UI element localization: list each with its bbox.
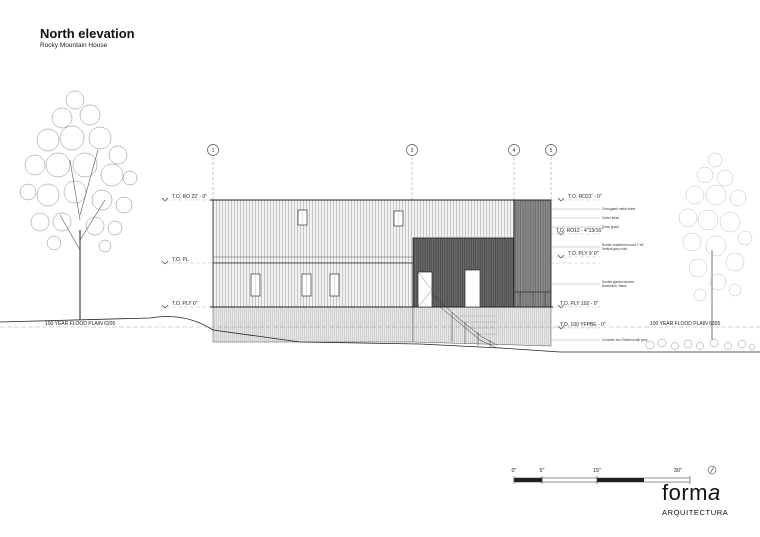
brand-subtitle: ARQUITECTURA (662, 508, 729, 517)
brand-name-main: form (662, 480, 708, 505)
brand-name: forma (662, 482, 728, 504)
shrubs-icon (645, 338, 756, 351)
level-label-left: T.O. PL (172, 257, 189, 263)
ground-line (0, 316, 760, 353)
level-label-right: T.O. RO12 - 4"13/16" (556, 228, 603, 234)
scale-tick-label: 5" (539, 468, 544, 474)
level-label-right: T.O. PLY 9' 0" (568, 251, 599, 257)
tree-right-icon (678, 152, 753, 340)
grid-bubble-label: 4 (513, 148, 516, 154)
north-arrow-icon (707, 465, 717, 475)
deck-railing (514, 291, 551, 307)
annotation-note: Concrete w/o Finished with grey (602, 338, 648, 342)
flood-plain-label-right: 100 YEAR FLOOD PLAIN 6205 (650, 321, 720, 327)
level-label-right: T.O. 100 YFPBE - 0" (560, 322, 606, 328)
grid-lines (212, 157, 552, 200)
scale-tick-label: 0" (511, 468, 516, 474)
level-label-right: T.O. RO22' - 0" (568, 194, 602, 200)
level-label-left: T.O. RO 22' - 0" (172, 194, 207, 200)
building (210, 199, 553, 347)
scale-tick-label: 30" (674, 468, 682, 474)
page-title: North elevation (40, 26, 135, 41)
level-label-right: T.O. PLY 102 - 0" (560, 301, 599, 307)
annotation-note: Vertical grey color (602, 247, 628, 251)
entry-door (417, 271, 433, 308)
scale-bar (513, 476, 691, 484)
grid-bubble-label: 5 (550, 148, 553, 154)
grid-bubbles (207, 144, 557, 156)
scale-tick-label: 15" (593, 468, 601, 474)
brand-logo: forma ARQUITECTURA (662, 482, 729, 518)
annotation-note: Aluminium, Black (602, 284, 627, 288)
annotation-note: Double glazed window (602, 280, 635, 284)
grid-bubble-label: 1 (212, 148, 215, 154)
page-subtitle: Rocky Mountain House (40, 42, 108, 49)
annotation-note: Snow guard (602, 225, 619, 229)
annotation-note: Router chamfered wood 1"x6" (602, 243, 644, 247)
level-markers-right (557, 197, 565, 330)
level-markers-left (161, 197, 169, 309)
brand-name-accent: a (708, 480, 721, 505)
grid-bubble-label: 3 (411, 148, 414, 154)
level-label-left: T.O. PLY 0" (172, 301, 198, 307)
annotation-note: Corrugated metal sheet (602, 207, 635, 211)
annotation-note: Gutter finish (602, 216, 619, 220)
flood-plain-label-left: 100 YEAR FLOOD PLAIN 6205 (45, 321, 115, 327)
tree-left-icon (19, 90, 138, 320)
